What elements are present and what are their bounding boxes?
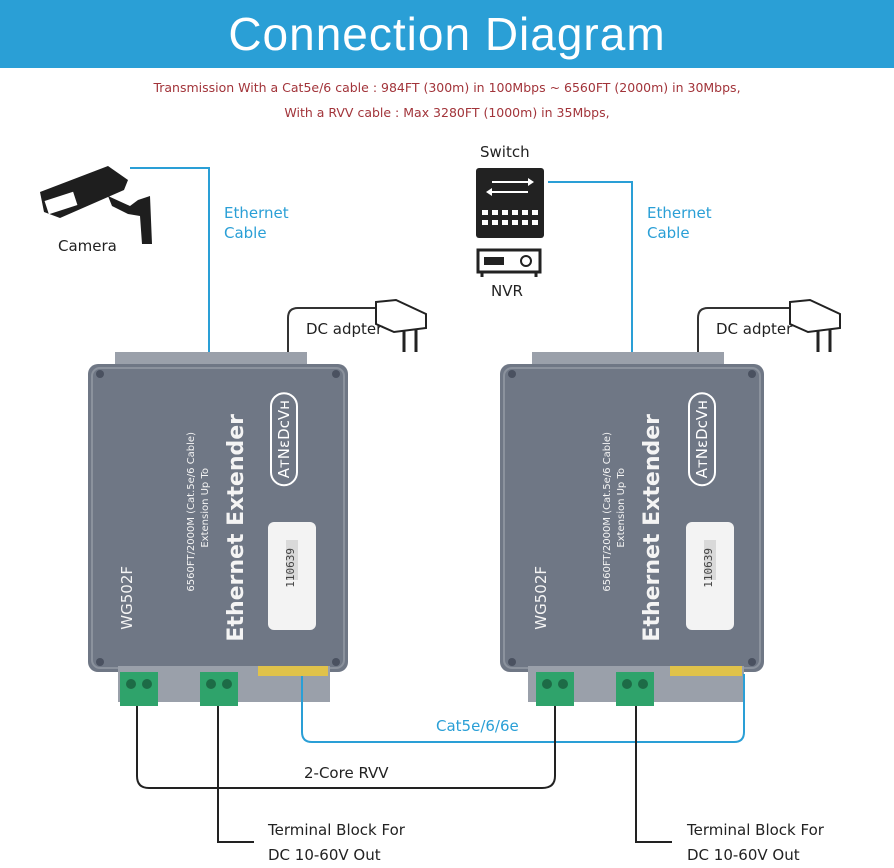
device-1-extension-2-wrap: 6560FT/2000M (Cat.5e/6 Cable): [186, 432, 197, 592]
terminal-block-label-right: Terminal Block For DC 10-60V Out: [687, 818, 824, 868]
terminal-block-label-right-line1: Terminal Block For: [687, 821, 824, 839]
device-2-extension-1: Extension Up To: [616, 468, 627, 548]
device-2-extension-2-wrap: 6560FT/2000M (Cat.5e/6 Cable): [602, 432, 613, 592]
device-2-serial: 110639: [702, 548, 715, 588]
terminal-block-icon-4: [616, 672, 654, 706]
terminal-block-icon-1: [120, 672, 158, 706]
terminal-block-label-left: Terminal Block For DC 10-60V Out: [268, 818, 405, 868]
device-1-serial: 110639: [284, 548, 297, 588]
terminal-leader-right: [635, 706, 672, 843]
dc-adapter-plug-icon-right: [789, 298, 841, 352]
cat5-cable: [301, 674, 745, 743]
dc-adapter-label-right: DC adpter: [716, 320, 793, 338]
device-1-model: WG502F: [118, 566, 136, 630]
dc-adapter-plug-icon-left: [375, 298, 427, 352]
nvr-label: NVR: [491, 282, 523, 300]
device-2-brand: AтNεDcVн: [688, 392, 716, 487]
device-2-model: WG502F: [532, 566, 550, 630]
camera-icon: [40, 166, 152, 244]
rvv-cable-label: 2-Core RVV: [304, 764, 389, 782]
ethernet-cable-label-right: Ethernet Cable: [647, 203, 712, 243]
extender-body-left: [88, 352, 348, 702]
title-banner: Connection Diagram: [0, 0, 894, 68]
device-1-extension-2: 6560FT/2000M (Cat.5e/6 Cable): [186, 432, 197, 592]
device-1-model-wrap: WG502F: [118, 566, 136, 630]
rvv-cable: [136, 706, 556, 789]
terminal-block-icon-3: [536, 672, 574, 706]
device-1-serial-wrap: 110639: [284, 548, 297, 588]
camera-label: Camera: [58, 237, 117, 255]
device-1-extension-wrap: Extension Up To: [200, 468, 211, 548]
device-2-product-wrap: Ethernet Extender: [640, 414, 665, 642]
terminal-block-label-left-line1: Terminal Block For: [268, 821, 405, 839]
ethernet-cable-label-left-line1: Ethernet: [224, 204, 289, 222]
switch-icon: [476, 168, 544, 238]
ethernet-cable-label-left-line2: Cable: [224, 224, 267, 242]
transmission-note-rvv: With a RVV cable : Max 3280FT (1000m) in…: [284, 105, 610, 120]
terminal-block-label-right-line2: DC 10-60V Out: [687, 846, 800, 864]
ethernet-cable-label-left: Ethernet Cable: [224, 203, 289, 243]
dc-cable-right: [697, 307, 792, 362]
device-2-product: Ethernet Extender: [640, 414, 665, 642]
cat5-cable-label: Cat5e/6/6e: [436, 717, 519, 735]
ethernet-cable-right: [548, 181, 633, 372]
dc-adapter-label-left: DC adpter: [306, 320, 383, 338]
transmission-note-cat5: Transmission With a Cat5e/6 cable : 984F…: [153, 80, 741, 95]
device-1-extension-1: Extension Up To: [200, 468, 211, 548]
ethernet-cable-label-right-line2: Cable: [647, 224, 690, 242]
device-1-product-wrap: Ethernet Extender: [224, 414, 249, 642]
terminal-leader-left: [217, 706, 254, 843]
nvr-icon: [476, 248, 542, 277]
device-2-serial-wrap: 110639: [702, 548, 715, 588]
ethernet-cable-left: [130, 167, 210, 372]
device-2-extension-wrap: Extension Up To: [616, 468, 627, 548]
device-1-product: Ethernet Extender: [224, 414, 249, 642]
switch-label: Switch: [480, 143, 530, 161]
device-2-brand-badge: AтNεDcVн: [688, 392, 728, 502]
device-2-extension-2: 6560FT/2000M (Cat.5e/6 Cable): [602, 432, 613, 592]
dc-cable-left: [287, 307, 378, 362]
device-1-brand: AтNεDcVн: [270, 392, 298, 487]
diagram-title: Connection Diagram: [228, 8, 666, 60]
terminal-block-icon-2: [200, 672, 238, 706]
device-2-model-wrap: WG502F: [532, 566, 550, 630]
device-1-brand-badge: AтNεDcVн: [270, 392, 310, 502]
terminal-block-label-left-line2: DC 10-60V Out: [268, 846, 381, 864]
ethernet-cable-label-right-line1: Ethernet: [647, 204, 712, 222]
